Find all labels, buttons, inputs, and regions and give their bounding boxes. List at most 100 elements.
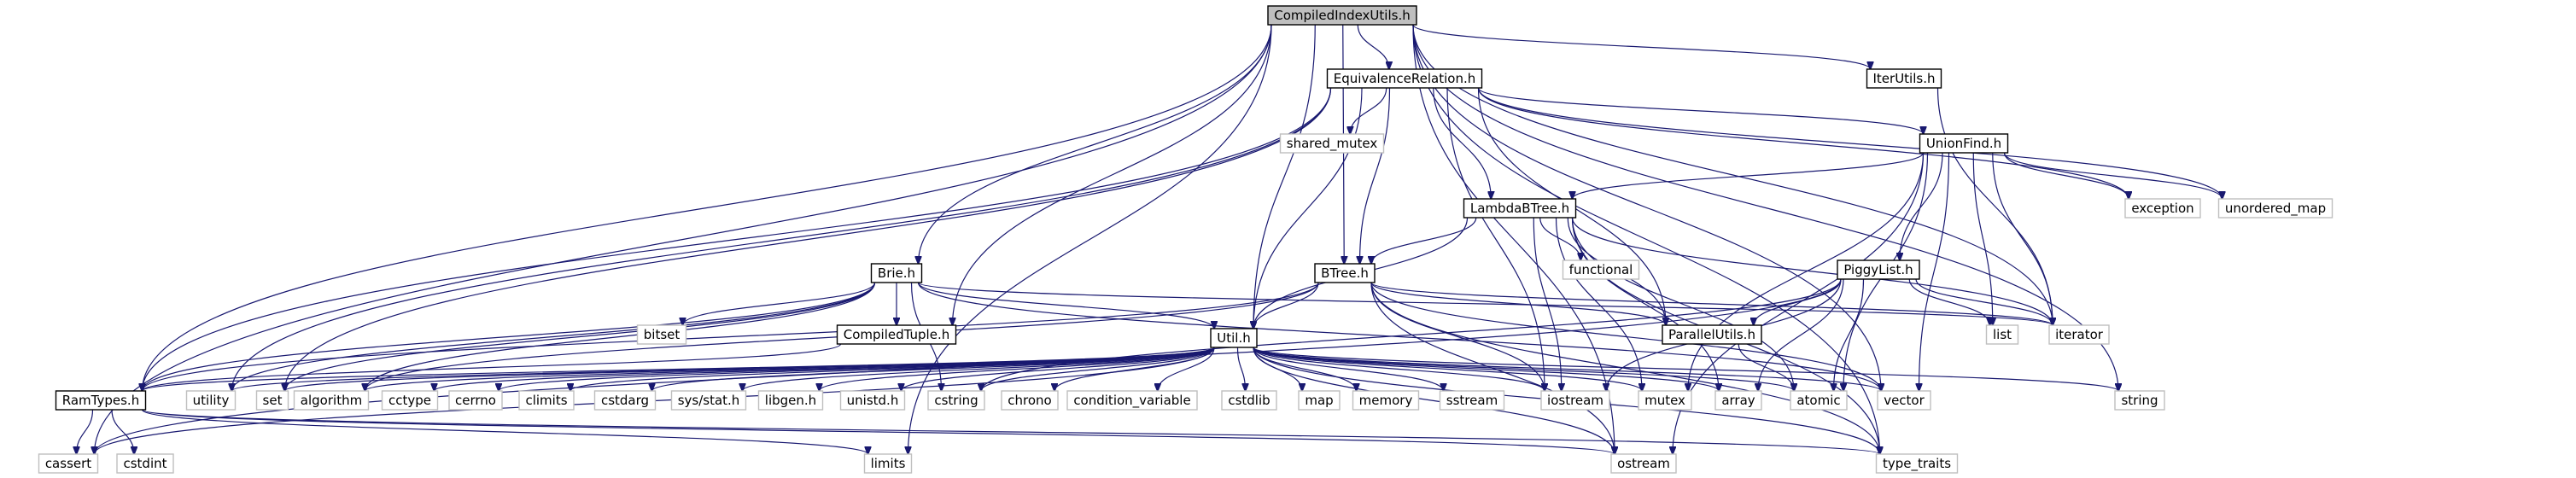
node-label-type_traits: type_traits	[1883, 456, 1951, 472]
edge-equiv-to-util	[1253, 87, 1363, 329]
node-list: list	[1985, 324, 2019, 345]
edge-util-to-condvar	[1158, 347, 1215, 391]
edge-util-to-array	[1253, 347, 1719, 391]
edge-piggylist-to-iterator	[1915, 278, 2053, 325]
edge-unionfind-to-unordered_map	[2003, 152, 2223, 199]
node-compiledtuple[interactable]: CompiledTuple.h	[836, 324, 957, 345]
node-label-cstring: cstring	[934, 393, 978, 408]
node-parallelutils[interactable]: ParallelUtils.h	[1662, 324, 1762, 345]
node-box-iostream	[1540, 390, 1610, 411]
edge-equiv-to-shared_mutex	[1350, 87, 1387, 134]
node-cstdint: cstdint	[116, 453, 174, 474]
edge-lambdabtree-to-array	[1571, 217, 1720, 391]
edge-ramtypes-to-limits	[141, 409, 868, 454]
node-label-libgen: libgen.h	[765, 393, 816, 408]
node-util[interactable]: Util.h	[1210, 328, 1258, 348]
node-label-array: array	[1721, 393, 1755, 408]
edge-btree-to-util	[1253, 282, 1319, 329]
edge-util-to-sysstat	[743, 347, 1215, 391]
node-box-ostream	[1610, 453, 1677, 474]
edge-btree-to-vector	[1370, 282, 1881, 391]
node-mutex: mutex	[1638, 390, 1692, 411]
node-label-unordered_map: unordered_map	[2225, 201, 2326, 217]
node-box-mutex	[1638, 390, 1692, 411]
node-box-limits	[863, 453, 913, 474]
node-lambdabtree[interactable]: LambdaBTree.h	[1463, 198, 1577, 219]
edge-root-to-type_traits	[1412, 24, 1880, 454]
node-box-algorithm	[293, 390, 370, 411]
node-box-unionfind	[1919, 133, 2009, 154]
node-iterator: iterator	[2048, 324, 2110, 345]
node-string: string	[2114, 390, 2165, 411]
edge-lambdabtree-to-mutex	[1555, 217, 1643, 391]
edge-lambdabtree-to-btree	[1371, 217, 1477, 264]
node-root[interactable]: CompiledIndexUtils.h	[1267, 5, 1417, 26]
edge-root-to-string	[1412, 24, 2118, 391]
node-label-set: set	[263, 393, 283, 408]
node-cstdarg: cstdarg	[593, 390, 657, 411]
edge-util-to-cstdlib	[1236, 347, 1246, 391]
edge-root-to-limits	[908, 24, 1272, 454]
node-label-cstdarg: cstdarg	[601, 393, 649, 408]
edge-brie-to-set	[285, 282, 876, 391]
node-label-cassert: cassert	[45, 456, 91, 471]
edge-root-to-iterutils	[1412, 24, 1871, 69]
node-brie[interactable]: Brie.h	[870, 263, 923, 283]
node-box-utility	[185, 390, 237, 411]
node-box-util	[1210, 328, 1258, 348]
node-climits: climits	[518, 390, 575, 411]
node-label-brie: Brie.h	[878, 265, 915, 281]
node-box-iterator	[2048, 324, 2110, 345]
node-box-cstdlib	[1221, 390, 1277, 411]
node-label-iterutils: IterUtils.h	[1873, 71, 1936, 86]
edge-util-to-sstream	[1253, 347, 1444, 391]
node-label-bitset: bitset	[644, 327, 681, 342]
node-ramtypes[interactable]: RamTypes.h	[55, 390, 147, 411]
node-equiv[interactable]: EquivalenceRelation.h	[1326, 68, 1483, 89]
edge-root-to-brie	[919, 24, 1272, 264]
node-label-map: map	[1305, 393, 1333, 408]
node-box-type_traits	[1875, 453, 1959, 474]
node-box-cerrno	[448, 390, 503, 411]
node-box-root	[1267, 5, 1417, 26]
edge-unionfind-to-piggylist	[1900, 152, 1943, 260]
node-shared_mutex: shared_mutex	[1279, 133, 1385, 154]
edge-equiv-to-utility	[232, 87, 1332, 391]
node-label-sysstat: sys/stat.h	[678, 393, 740, 408]
edge-btree-to-parallelutils	[1370, 282, 1666, 325]
node-piggylist[interactable]: PiggyList.h	[1837, 259, 1920, 280]
node-label-unistd: unistd.h	[847, 393, 899, 408]
node-cctype: cctype	[381, 390, 439, 411]
edge-util-to-atomic	[1253, 347, 1794, 391]
edge-util-to-unistd	[902, 347, 1215, 391]
node-cstdlib: cstdlib	[1221, 390, 1277, 411]
node-sysstat: sys/stat.h	[670, 390, 747, 411]
node-box-parallelutils	[1662, 324, 1762, 345]
node-btree[interactable]: BTree.h	[1314, 263, 1376, 283]
edge-brie-to-iterator	[917, 282, 2053, 325]
node-box-ramtypes	[55, 390, 147, 411]
node-label-iostream: iostream	[1547, 393, 1603, 408]
node-box-functional	[1562, 259, 1640, 280]
edge-ramtypes-to-type_traits	[141, 409, 1880, 454]
edge-unionfind-to-exception	[2003, 152, 2129, 199]
edge-root-to-cassert	[95, 24, 1272, 454]
node-label-cerrno: cerrno	[455, 393, 496, 408]
node-iterutils[interactable]: IterUtils.h	[1866, 68, 1942, 89]
edge-util-to-cstdarg	[652, 347, 1215, 391]
node-iostream: iostream	[1540, 390, 1610, 411]
node-type_traits: type_traits	[1875, 453, 1959, 474]
node-box-shared_mutex	[1279, 133, 1385, 154]
node-box-set	[255, 390, 289, 411]
node-box-map	[1298, 390, 1341, 411]
edge-equiv-to-unionfind	[1477, 87, 1924, 134]
node-label-unionfind: UnionFind.h	[1926, 136, 2001, 151]
edge-brie-to-ramtypes	[143, 282, 876, 391]
edge-equiv-to-btree	[1360, 87, 1391, 264]
node-unionfind[interactable]: UnionFind.h	[1919, 133, 2009, 154]
node-label-parallelutils: ParallelUtils.h	[1668, 327, 1755, 342]
edge-unionfind-to-vector	[1919, 152, 1950, 391]
edge-brie-to-vector	[917, 282, 1882, 391]
edge-btree-to-type_traits	[1370, 282, 1880, 454]
node-label-root: CompiledIndexUtils.h	[1274, 8, 1410, 23]
